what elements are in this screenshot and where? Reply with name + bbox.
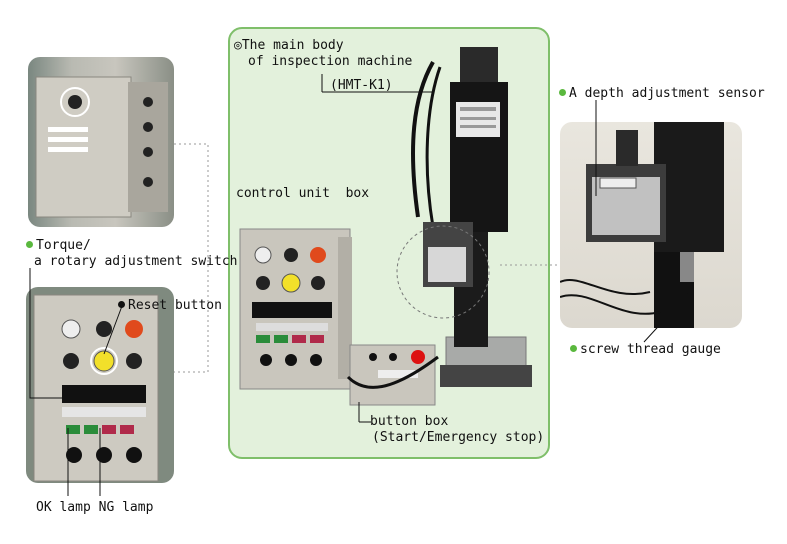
dotted-connector-left [174, 143, 209, 373]
screw-gauge-label: screw thread gauge [570, 342, 721, 358]
depth-sensor-pointer [595, 100, 597, 196]
main-body-subtitle: of inspection machine [248, 54, 413, 69]
torque-sublabel: a rotary adjustment switch [34, 254, 238, 269]
torque-pointer [29, 268, 62, 399]
button-box-label: button box [370, 414, 449, 429]
cabinet-side-photo [28, 57, 174, 227]
ok-ng-pointers [67, 428, 101, 496]
screw-gauge-pointer [643, 293, 689, 343]
depth-sensor-label: A depth adjustment sensor [559, 86, 765, 102]
inspection-machine-photo [239, 47, 532, 406]
dotted-connector-right [500, 264, 560, 266]
bullet-icon [118, 301, 125, 308]
control-unit-label: control unit box [236, 186, 370, 201]
main-body-model: (HMT-K1) [330, 78, 393, 93]
main-body-title: ◎The main body [234, 38, 344, 53]
reset-label: Reset button [118, 298, 222, 314]
button-box-pointer [358, 402, 371, 423]
depth-sensor-photo [560, 122, 742, 328]
bullet-icon [570, 345, 577, 352]
model-pointer [321, 74, 432, 93]
bullet-icon [559, 89, 566, 96]
ok-ng-lamp-label: OK lamp NG lamp [36, 500, 154, 515]
reset-pointer [103, 305, 123, 355]
torque-label: Torque/ [26, 238, 91, 254]
bullet-icon [26, 241, 33, 248]
button-box-sublabel: (Start/Emergency stop) [372, 430, 545, 445]
